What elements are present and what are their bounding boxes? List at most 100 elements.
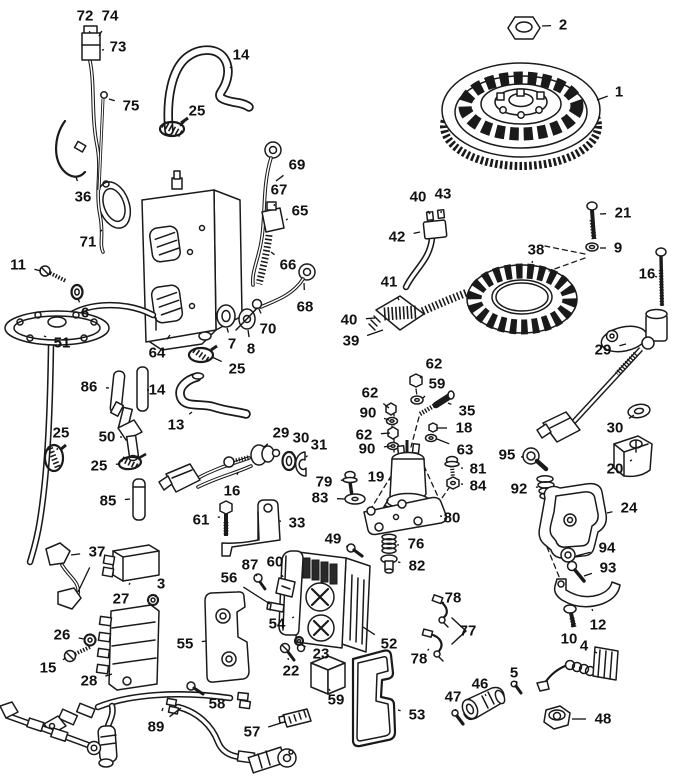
- callout-leader-7: [226, 327, 230, 333]
- terminal-40c: [368, 315, 381, 331]
- callout-59: 59: [328, 692, 345, 709]
- callout-72: 72: [77, 8, 94, 25]
- washer-83: [344, 493, 366, 505]
- callout-90: 90: [359, 441, 376, 458]
- nut-84: [446, 476, 460, 490]
- callout-78: 78: [445, 590, 462, 607]
- clamp-25-pipe: [43, 443, 67, 473]
- callout-22: 22: [283, 663, 300, 680]
- callout-63: 63: [457, 442, 474, 459]
- grommet-82: [380, 554, 398, 574]
- callout-leader-39: [366, 329, 384, 337]
- callout-47: 47: [445, 689, 462, 706]
- callout-leader-89: [169, 707, 182, 718]
- callout-leader-24: [606, 511, 613, 514]
- callout-leader-25: [211, 356, 222, 363]
- callout-2: 2: [559, 17, 567, 34]
- flywheel: [440, 62, 602, 170]
- terminal-40b: [436, 208, 446, 220]
- clamp-25-fitting: [117, 452, 147, 471]
- callout-16: 16: [224, 483, 241, 500]
- bolt-15: [63, 645, 91, 663]
- boots-37: [45, 542, 82, 610]
- clip-31: [294, 451, 307, 477]
- callout-92: 92: [511, 481, 528, 498]
- callout-6: 6: [81, 305, 89, 322]
- callout-leader-66: [270, 251, 275, 256]
- callout-leader-62: [382, 402, 390, 409]
- plug-wires-89: [43, 691, 256, 768]
- callout-76: 76: [408, 536, 425, 553]
- callout-leader-54: [291, 616, 295, 619]
- callout-46: 46: [472, 676, 489, 693]
- callout-leader-93: [583, 572, 593, 577]
- flywheel-nut: [507, 16, 541, 40]
- callout-leader-90: [383, 417, 390, 421]
- bolt-16-head: [223, 456, 235, 468]
- callout-leader-37: [70, 553, 81, 556]
- callout-33: 33: [289, 515, 306, 532]
- callout-86: 86: [81, 379, 98, 396]
- callout-leader-15: [62, 657, 67, 661]
- callout-58: 58: [209, 696, 226, 713]
- callout-79: 79: [316, 474, 333, 491]
- callout-leader-36: [75, 176, 79, 182]
- callout-29: 29: [595, 342, 612, 359]
- callout-leader-35: [447, 402, 452, 405]
- callout-87: 87: [242, 557, 259, 574]
- callout-82: 82: [409, 558, 426, 575]
- timing-sensor-right: [536, 308, 668, 443]
- callout-61: 61: [193, 512, 210, 529]
- callout-19: 19: [368, 469, 385, 486]
- callout-leader-55: [201, 640, 207, 643]
- callout-leader-31: [305, 455, 308, 458]
- screw-49: [346, 543, 364, 558]
- stud-35: [432, 392, 454, 409]
- ring-terminal-68: [298, 263, 316, 281]
- callout-leader-56: [243, 586, 271, 605]
- bolt-79: [342, 470, 358, 497]
- callout-30: 30: [293, 430, 310, 447]
- callout-18: 18: [456, 420, 473, 437]
- callout-leader-40: [365, 317, 376, 320]
- washer-9: [585, 242, 599, 252]
- coil-pack-52: [295, 551, 371, 653]
- callout-9: 9: [614, 240, 622, 257]
- bolt-93: [566, 560, 586, 583]
- relay-59: [310, 655, 346, 695]
- callout-3: 3: [157, 576, 165, 593]
- ecu-module: [141, 170, 243, 351]
- callout-16: 16: [639, 266, 656, 283]
- suppressor-4: [536, 646, 619, 692]
- callout-15: 15: [40, 660, 57, 677]
- callout-73: 73: [110, 39, 127, 56]
- callout-12: 12: [590, 617, 607, 634]
- grommet-76: [381, 533, 397, 555]
- callout-leader-11: [34, 268, 42, 272]
- callout-67: 67: [271, 182, 288, 199]
- bracket-24: [538, 482, 608, 559]
- callout-26: 26: [54, 627, 71, 644]
- callout-leader-67: [273, 203, 276, 207]
- callout-42: 42: [389, 229, 406, 246]
- wire-36: [55, 119, 87, 178]
- sleeve-66: [255, 234, 273, 285]
- mount-20: [613, 435, 653, 478]
- callout-leader-62: [380, 432, 391, 435]
- callout-14: 14: [233, 47, 250, 64]
- callout-21: 21: [615, 205, 632, 222]
- callout-11: 11: [10, 257, 26, 274]
- callout-25: 25: [229, 361, 246, 378]
- callout-leader-74: [98, 30, 103, 37]
- callout-85: 85: [100, 493, 117, 510]
- callout-49: 49: [325, 531, 342, 548]
- callout-48: 48: [595, 711, 612, 728]
- ring-terminal-69: [264, 141, 282, 159]
- callout-leader-12: [591, 608, 594, 612]
- callout-leader-52: [362, 626, 376, 636]
- terminal-40a: [425, 210, 435, 222]
- callout-28: 28: [81, 673, 98, 690]
- callout-59: 59: [429, 376, 446, 393]
